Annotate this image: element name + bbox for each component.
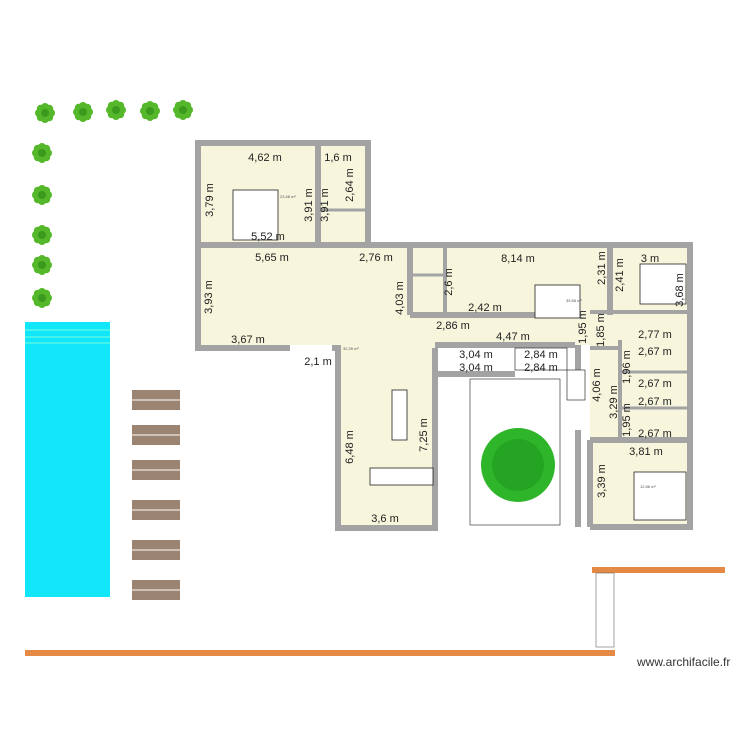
plant-icon: [32, 225, 52, 245]
dimension-label: 4,03 m: [394, 281, 406, 315]
dimension-label: 3,81 m: [629, 446, 663, 458]
fence: [25, 567, 725, 656]
dimension-label: 8,14 m: [501, 253, 535, 265]
dimension-label: 5,52 m: [251, 231, 285, 243]
plant-icon: [32, 255, 52, 275]
dimension-label: 3,29 m: [608, 385, 620, 419]
dimension-label: 4,06 m: [591, 368, 603, 402]
area-label: 32,39 m²: [343, 346, 359, 351]
dimension-label: 3,79 m: [204, 183, 216, 217]
walls: [195, 140, 693, 531]
courtyard: [469, 378, 561, 526]
dimension-label: 3 m: [641, 253, 659, 265]
dimension-label: 4,47 m: [496, 331, 530, 343]
dimension-label: 2,86 m: [436, 320, 470, 332]
dimension-label: 1,95 m: [577, 310, 589, 344]
dimension-label: 2,67 m: [638, 346, 672, 358]
plant-icon: [35, 103, 55, 123]
dimension-label: 1,85 m: [595, 313, 607, 347]
dimension-label: 2,1 m: [304, 356, 332, 368]
dimension-label: 1,96 m: [621, 350, 633, 384]
dimension-label: 7,25 m: [418, 418, 430, 452]
dimension-label: 2,84 m: [524, 362, 558, 374]
dimension-labels: 4,62 m 1,6 m 3,79 m 3,91 m 3,91 m 2,64 m 5,52 …: [203, 152, 686, 525]
beds: [232, 189, 687, 521]
plant-icon: [73, 102, 93, 122]
dimension-label: 3,68 m: [674, 273, 686, 307]
dimension-label: 2,64 m: [344, 168, 356, 202]
plant-icon: [173, 100, 193, 120]
area-label: 39,58 m²: [566, 298, 582, 303]
stairs: [514, 347, 586, 401]
plant-icon: [32, 288, 52, 308]
dimension-label: 3,91 m: [303, 188, 315, 222]
dimension-label: 3,6 m: [371, 513, 399, 525]
dimension-label: 3,04 m: [459, 362, 493, 374]
dimension-label: 3,93 m: [203, 280, 215, 314]
dimension-label: 2,6 m: [443, 268, 455, 296]
area-label: 12,86 m²: [640, 484, 656, 489]
plant-icon: [32, 143, 52, 163]
plant-icon: [140, 101, 160, 121]
dimension-label: 6,48 m: [344, 430, 356, 464]
dimension-label: 2,67 m: [638, 396, 672, 408]
dimension-label: 2,42 m: [468, 302, 502, 314]
dimension-label: 2,77 m: [638, 329, 672, 341]
dimension-label: 2,84 m: [524, 349, 558, 361]
dimension-label: 3,39 m: [596, 464, 608, 498]
pool: [25, 322, 110, 597]
dimension-label: 3,91 m: [319, 188, 331, 222]
area-labels: 23,48 m² 32,39 m² 39,58 m² 12,86 m²: [280, 194, 656, 489]
area-label: 23,48 m²: [280, 194, 296, 199]
dimension-label: 3,67 m: [231, 334, 265, 346]
rooms-floor: [198, 145, 690, 527]
dimension-label: 3,04 m: [459, 349, 493, 361]
dimension-label: 1,95 m: [621, 403, 633, 437]
dimension-label: 2,67 m: [638, 428, 672, 440]
dimension-label: 2,31 m: [596, 251, 608, 285]
plant-icon: [106, 100, 126, 120]
dimension-label: 4,62 m: [248, 152, 282, 164]
dimension-label: 2,67 m: [638, 378, 672, 390]
dimension-label: 2,41 m: [614, 258, 626, 292]
plant-icon: [32, 185, 52, 205]
dimension-label: 2,76 m: [359, 252, 393, 264]
plants: [32, 100, 193, 308]
sun-loungers: [132, 390, 180, 600]
dimension-label: 1,6 m: [324, 152, 352, 164]
dimension-label: 5,65 m: [255, 252, 289, 264]
watermark: www.archifacile.fr: [637, 655, 731, 669]
